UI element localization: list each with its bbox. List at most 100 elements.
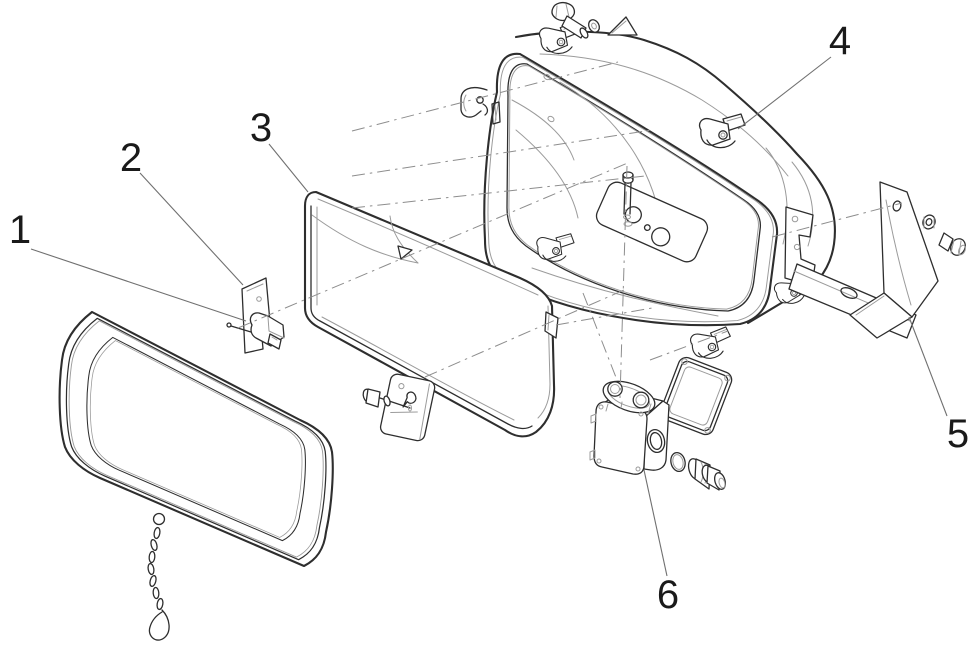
interior-stud [622, 171, 634, 227]
interior-bottom-line [531, 267, 719, 317]
hex-bolt-facets [555, 3, 570, 18]
gasket-frame-outer [659, 356, 733, 436]
interior-hole [547, 115, 555, 123]
interior-curve [515, 129, 579, 219]
boss-hole [793, 243, 801, 251]
chain-link [148, 550, 156, 564]
lens-top-keeper [397, 245, 413, 260]
leader-line-5 [908, 316, 948, 417]
latch-keeper-clip-part [226, 277, 285, 354]
gasket-screw-hole [704, 427, 711, 434]
callout-1: 1 [9, 208, 31, 252]
centerline [351, 61, 619, 132]
gland-cap [714, 472, 726, 490]
leader-line-1 [30, 248, 247, 322]
clip-hole [256, 296, 262, 302]
ring-outer-edge [58, 310, 334, 568]
clip-plate-line [246, 283, 264, 292]
hex-bolt-head [950, 238, 966, 256]
screw-washer [383, 395, 391, 407]
leader-line-2 [139, 172, 244, 286]
clip-pin-head [226, 322, 232, 328]
centerline [555, 307, 653, 326]
chain-link [156, 597, 164, 611]
seal-ring-part [58, 310, 334, 641]
flange-boss [632, 391, 650, 409]
ring-inner-edge [86, 336, 306, 542]
centerline [424, 289, 625, 378]
lens-bracket-screw [362, 388, 412, 412]
top-bolt-assembly [551, 1, 601, 39]
o-ring-outer [670, 451, 686, 473]
nut-facets [923, 216, 935, 229]
ring-ridge [65, 317, 327, 561]
gasket-screw-hole [724, 374, 731, 382]
gasket-screw-hole [681, 358, 688, 365]
centerline [351, 175, 646, 209]
chain-link [152, 586, 160, 600]
flange-boss-bore [610, 384, 620, 394]
arm-slot [840, 287, 858, 299]
chain-link [149, 574, 157, 588]
box-side-tabs [589, 413, 597, 461]
toggle-latch-part-4 [698, 113, 746, 149]
ring-ridge-light [68, 320, 324, 558]
housing-rim-inner-light [508, 65, 759, 310]
clip-keeper-edge [267, 316, 285, 339]
bolt-end [958, 244, 966, 256]
centerline [237, 161, 631, 329]
stud-shaft [623, 182, 632, 215]
lens-top-inner-line [317, 198, 539, 296]
lens-bracket-hole [398, 383, 405, 390]
box-corner-screw [635, 466, 641, 472]
left-rim-latch [460, 86, 501, 125]
gasket-seal [663, 360, 729, 432]
rim-keeper-line [494, 105, 497, 121]
chain-link [153, 526, 161, 540]
pad-hole-small [643, 224, 651, 232]
lens-right-inner-line [537, 305, 551, 419]
clip-pin [230, 325, 252, 333]
clip-front-tab [267, 333, 282, 350]
bolt-shank-end [579, 27, 589, 39]
flange-boss [607, 381, 623, 397]
ring-inner-lip [89, 340, 303, 538]
junction-box [589, 380, 670, 475]
leader-line-3 [268, 143, 309, 193]
lens-throat-curve [311, 214, 419, 264]
bracket-plate [879, 181, 939, 318]
interior-curve [511, 99, 575, 161]
bracket-nut [922, 214, 936, 230]
housing-top-face-line [539, 53, 789, 177]
nut-hole [925, 218, 933, 226]
interior-hole [543, 73, 551, 81]
housing-rim-inner-opening [506, 63, 762, 312]
centerline [649, 330, 729, 361]
lens-bracket-slot [390, 411, 418, 413]
rim-keeper-tab [491, 101, 501, 125]
left-latch-hook [482, 103, 489, 116]
callout-4: 4 [829, 19, 851, 63]
housing-rim-seam [487, 56, 774, 323]
box-corner-screw [638, 411, 644, 417]
lens-outline [303, 190, 556, 438]
junction-box-assembly [589, 356, 733, 491]
left-latch-arc [463, 94, 467, 112]
lens-bracket-fold [419, 383, 430, 440]
chain-link [150, 538, 158, 552]
housing-top-fin-line [611, 20, 627, 34]
callout-3: 3 [250, 106, 272, 150]
o-ring [670, 451, 686, 473]
nut-outer [922, 214, 936, 230]
stud-washer [623, 221, 633, 227]
chain-ring [152, 512, 166, 526]
lens-opening-lip [310, 205, 533, 430]
box-corner-screw [596, 458, 602, 464]
chain-link [147, 562, 155, 576]
bracket-bolt [938, 232, 966, 256]
callout-6: 6 [657, 573, 679, 617]
box-corner-screw [598, 404, 604, 410]
leader-lines [30, 56, 948, 577]
callout-2: 2 [120, 136, 142, 180]
